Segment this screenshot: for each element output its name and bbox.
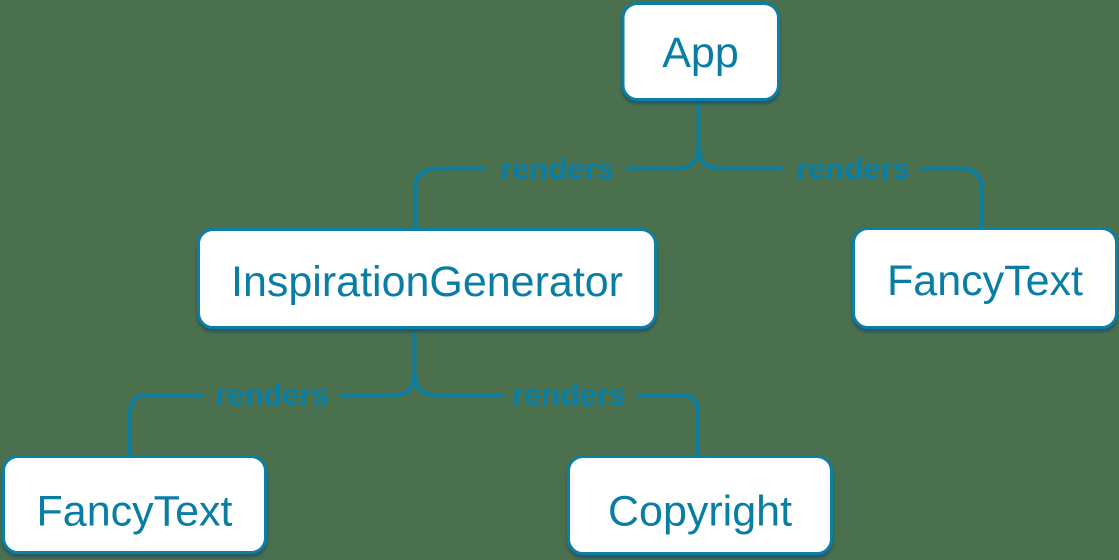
svg-text:InspirationGenerator: InspirationGenerator — [231, 258, 623, 306]
svg-text:FancyText: FancyText — [887, 257, 1083, 305]
svg-text:renders: renders — [500, 151, 614, 186]
svg-text:Copyright: Copyright — [608, 488, 792, 536]
svg-text:App: App — [662, 29, 739, 77]
svg-text:renders: renders — [512, 377, 626, 412]
svg-text:renders: renders — [796, 151, 910, 186]
svg-text:FancyText: FancyText — [37, 488, 233, 536]
svg-text:renders: renders — [215, 377, 329, 412]
